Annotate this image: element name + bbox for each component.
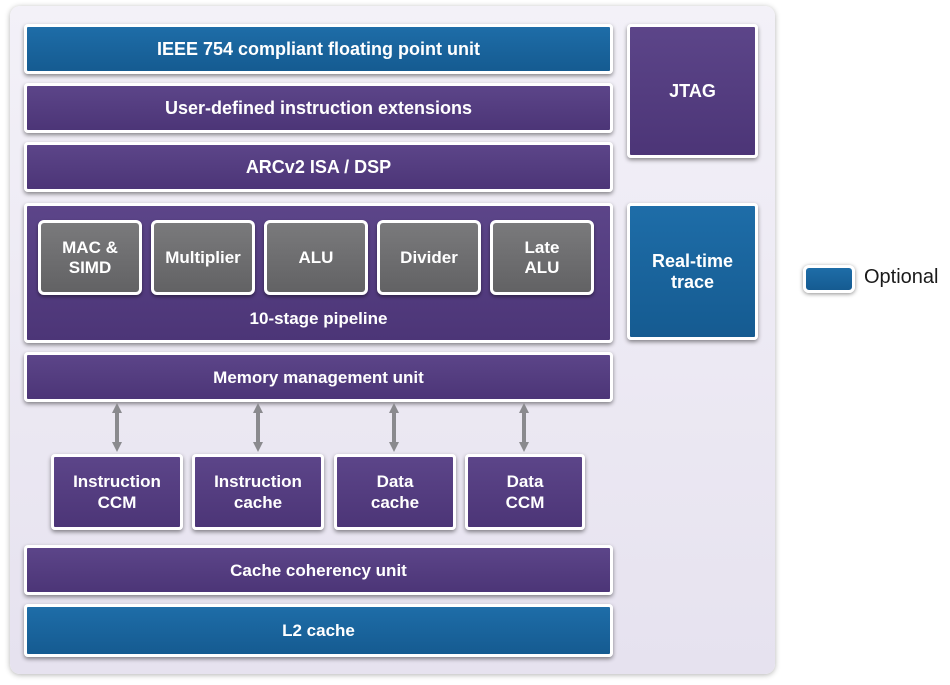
- mac-simd-label-line1: MAC &: [62, 237, 118, 257]
- isa-dsp-block: ARCv2 ISA / DSP: [24, 142, 613, 192]
- real-time-trace-label-line2: trace: [670, 271, 715, 292]
- real-time-trace-label-line1: Real-time: [651, 250, 734, 271]
- divider-label: Divider: [400, 247, 458, 267]
- alu-label: ALU: [298, 247, 334, 267]
- pipeline-block: MAC & SIMD Multiplier ALU Divider Late A…: [24, 203, 613, 343]
- data-cache-label-line1: Data: [376, 472, 414, 491]
- alu-unit: ALU: [264, 220, 368, 295]
- memory-management-unit-block: Memory management unit: [24, 352, 613, 402]
- multiplier-unit: Multiplier: [151, 220, 255, 295]
- late-alu-label-line1: Late: [524, 237, 560, 257]
- instruction-ccm-label-line1: Instruction: [73, 472, 161, 491]
- multiplier-label: Multiplier: [165, 247, 241, 267]
- l2-cache-block: L2 cache: [24, 604, 613, 657]
- real-time-trace-block: Real-time trace: [627, 203, 758, 340]
- user-defined-extensions-block: User-defined instruction extensions: [24, 83, 613, 133]
- late-alu-label-line2: ALU: [524, 257, 560, 277]
- data-cache-label-line2: cache: [370, 493, 420, 512]
- jtag-block: JTAG: [627, 24, 758, 158]
- jtag-label: JTAG: [669, 80, 716, 101]
- divider-unit: Divider: [377, 220, 481, 295]
- late-alu-unit: Late ALU: [490, 220, 594, 295]
- mac-simd-label-line2: SIMD: [68, 257, 112, 277]
- data-ccm-label-line2: CCM: [505, 493, 545, 512]
- instruction-cache-label-line2: cache: [233, 493, 283, 512]
- instruction-ccm-block: Instruction CCM: [51, 454, 183, 530]
- isa-dsp-label: ARCv2 ISA / DSP: [245, 156, 392, 177]
- user-defined-extensions-label: User-defined instruction extensions: [164, 97, 473, 118]
- mac-simd-unit: MAC & SIMD: [38, 220, 142, 295]
- legend-optional-label: Optional: [864, 266, 939, 288]
- instruction-cache-block: Instruction cache: [192, 454, 324, 530]
- cache-coherency-unit-label: Cache coherency unit: [230, 560, 407, 580]
- fpu-label: IEEE 754 compliant floating point unit: [156, 38, 480, 59]
- instruction-cache-label-line1: Instruction: [214, 472, 302, 491]
- data-ccm-block: Data CCM: [465, 454, 585, 530]
- l2-cache-label: L2 cache: [282, 621, 355, 640]
- instruction-ccm-label-line2: CCM: [97, 493, 137, 512]
- fpu-block: IEEE 754 compliant floating point unit: [24, 24, 613, 74]
- memory-management-unit-label: Memory management unit: [213, 367, 424, 387]
- data-ccm-label-line1: Data: [506, 472, 544, 491]
- cache-coherency-unit-block: Cache coherency unit: [24, 545, 613, 595]
- pipeline-label: 10-stage pipeline: [249, 309, 388, 328]
- legend-optional-swatch: [803, 265, 855, 293]
- data-cache-block: Data cache: [334, 454, 456, 530]
